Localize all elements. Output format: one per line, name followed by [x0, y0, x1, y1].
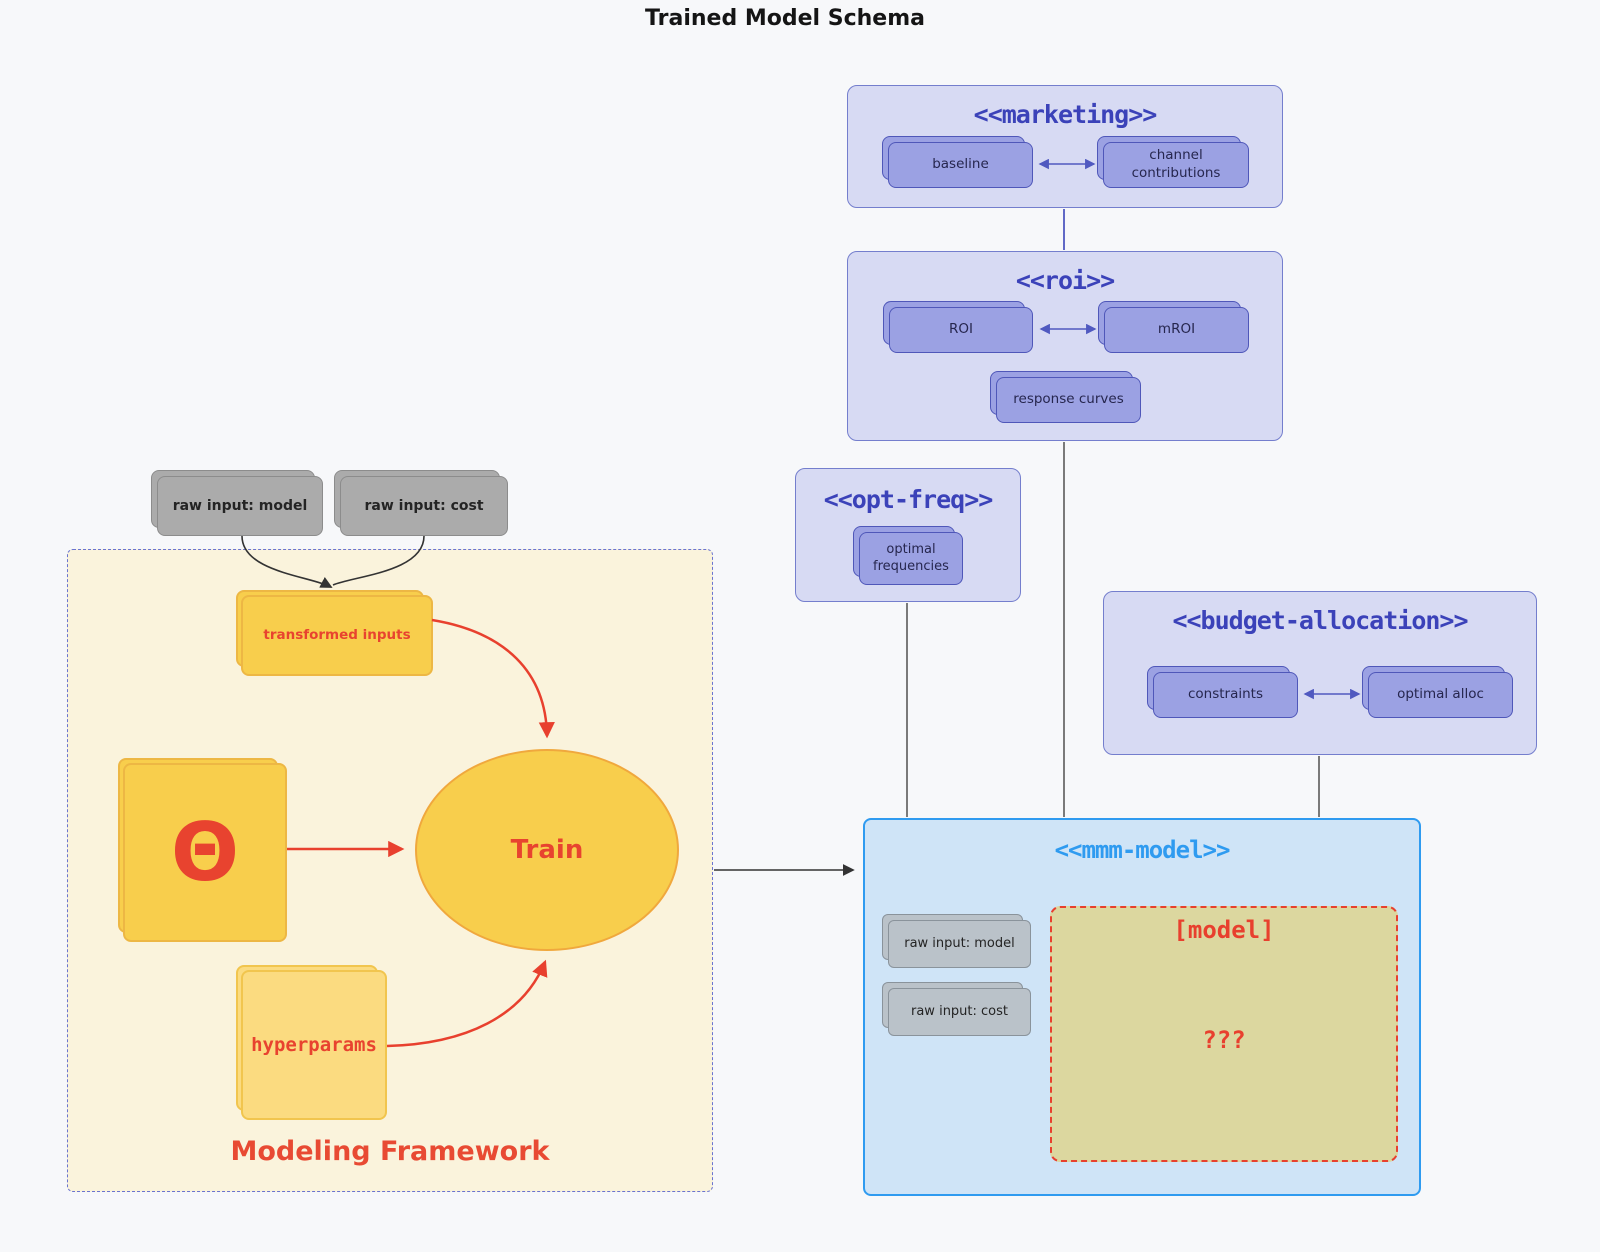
container-mmm-model-title: <<mmm-model>>	[1054, 836, 1231, 864]
node-label: constraints	[1187, 686, 1264, 703]
model-placeholder-label: [model]	[1173, 916, 1275, 944]
node-label: Train	[510, 835, 584, 865]
node-mmm-raw-input-cost: raw input: cost	[882, 982, 1031, 1036]
node-response-curves: response curves	[990, 371, 1141, 423]
node-label: mROI	[1157, 321, 1196, 338]
node-label: optimal alloc	[1397, 686, 1484, 703]
container-budget-allocation-title: <<budget-allocation>>	[1172, 606, 1468, 635]
node-baseline: baseline	[882, 136, 1033, 188]
container-opt-freq-title: <<opt-freq>>	[823, 485, 994, 514]
container-budget-allocation: <<budget-allocation>> constraints optima…	[1103, 591, 1537, 755]
node-label: raw input: cost	[364, 497, 484, 514]
node-label: ROI	[949, 321, 973, 338]
node-raw-input-model: raw input: model	[151, 470, 323, 536]
framework-label: Modeling Framework	[230, 1136, 550, 1167]
container-marketing-title: <<marketing>>	[973, 100, 1158, 129]
node-label: baseline	[932, 156, 989, 173]
container-mmm-model: <<mmm-model>> raw input: model raw input…	[863, 818, 1421, 1196]
container-opt-freq: <<opt-freq>> optimal frequencies	[795, 468, 1021, 602]
node-label: optimal frequencies	[873, 541, 949, 574]
node-optimal-frequencies: optimal frequencies	[853, 526, 963, 585]
node-label: raw input: model	[172, 497, 308, 514]
container-marketing: <<marketing>> baseline channel contribut…	[847, 85, 1283, 208]
theta-symbol: Θ	[170, 805, 239, 899]
node-mroi: mROI	[1098, 301, 1249, 353]
container-roi: <<roi>> ROI mROI response curves	[847, 251, 1283, 441]
node-constraints: constraints	[1147, 666, 1298, 718]
node-channel-contributions: channel contributions	[1097, 136, 1249, 188]
node-raw-input-cost: raw input: cost	[334, 470, 508, 536]
node-transformed-inputs: transformed inputs	[236, 590, 433, 676]
node-label: raw input: model	[904, 935, 1015, 951]
node-label: hyperparams	[251, 1033, 377, 1056]
node-label: channel contributions	[1131, 147, 1221, 181]
model-unknown-label: ???	[1202, 1026, 1246, 1054]
node-train: Train	[415, 749, 679, 951]
container-roi-title: <<roi>>	[1015, 266, 1115, 295]
node-label: response curves	[1013, 391, 1124, 408]
node-roi: ROI	[883, 301, 1033, 353]
container-modeling-framework: transformed inputs Θ Train hyperparams M…	[67, 549, 713, 1192]
node-hyperparams: hyperparams	[236, 965, 387, 1120]
node-mmm-raw-input-model: raw input: model	[882, 914, 1031, 968]
node-label: transformed inputs	[263, 626, 411, 643]
node-label: raw input: cost	[911, 1003, 1008, 1019]
node-optimal-alloc: optimal alloc	[1362, 666, 1513, 718]
node-model-placeholder: [model] ???	[1050, 906, 1398, 1162]
diagram-title: Trained Model Schema	[645, 6, 925, 31]
node-theta: Θ	[118, 758, 287, 942]
